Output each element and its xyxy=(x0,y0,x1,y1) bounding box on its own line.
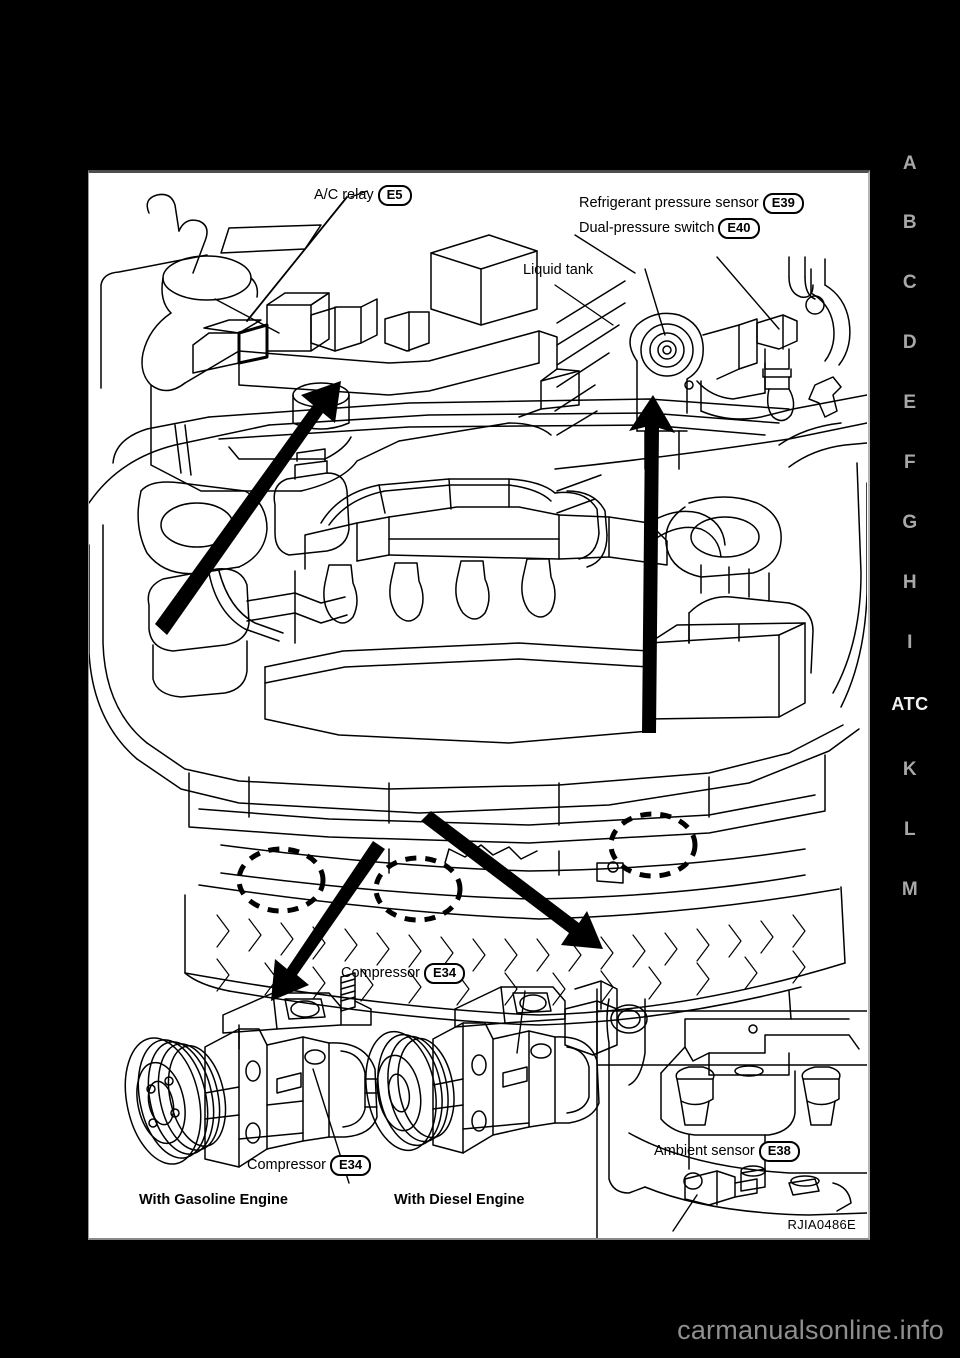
section-tab-d[interactable]: D xyxy=(902,332,918,353)
label-liquid-tank-text: Liquid tank xyxy=(523,262,594,278)
label-ac-relay: A/C relay E5 xyxy=(314,185,412,206)
section-tab-c[interactable]: C xyxy=(902,272,918,293)
label-compressor-top: Compressor E34 xyxy=(341,963,466,984)
caption-with-diesel-engine: With Diesel Engine xyxy=(394,1192,525,1208)
label-ac-relay-text: A/C relay xyxy=(314,187,374,204)
label-compressor-top-text: Compressor xyxy=(341,965,420,982)
section-tab-h[interactable]: H xyxy=(902,572,918,593)
label-refrigerant-pressure-sensor: Refrigerant pressure sensor E39 xyxy=(579,193,804,214)
label-refrigerant-pressure-sensor-text: Refrigerant pressure sensor xyxy=(579,195,759,212)
marker-ambient-sensor xyxy=(608,811,698,879)
caption-with-gasoline-engine: With Gasoline Engine xyxy=(139,1192,288,1208)
connector-badge-e40: E40 xyxy=(718,218,760,239)
section-tab-k[interactable]: K xyxy=(902,759,918,780)
marker-diesel-compressor xyxy=(373,855,463,923)
site-watermark: carmanualsonline.info xyxy=(677,1315,944,1345)
section-tab-b[interactable]: B xyxy=(902,212,918,233)
label-liquid-tank: Liquid tank xyxy=(523,263,593,278)
section-tab-a[interactable]: A xyxy=(902,153,918,174)
section-index-rail: A B C D E F G H I ATC K L M xyxy=(880,140,960,970)
section-tab-i[interactable]: I xyxy=(907,632,913,653)
section-tab-atc[interactable]: ATC xyxy=(891,694,929,714)
inset-liquid-tank xyxy=(554,234,867,514)
engine-compartment-illustration xyxy=(89,190,867,1238)
label-compressor-bottom: Compressor E34 xyxy=(247,1155,372,1176)
label-compressor-bottom-text: Compressor xyxy=(247,1157,326,1174)
connector-badge-e38: E38 xyxy=(758,1141,800,1162)
figure-sheet: A/C relay E5 Refrigerant pressure sensor… xyxy=(88,170,870,1240)
inset-compressor-gasoline xyxy=(124,972,378,1184)
section-tab-e[interactable]: E xyxy=(903,392,917,413)
inset-ambient-sensor xyxy=(596,988,867,1238)
location-markers xyxy=(236,811,698,923)
section-tab-g[interactable]: G xyxy=(902,512,918,533)
connector-badge-e34-bottom: E34 xyxy=(329,1155,372,1176)
section-tab-l[interactable]: L xyxy=(903,819,917,840)
section-tab-m[interactable]: M xyxy=(901,879,919,900)
inset-relay-box xyxy=(100,190,580,492)
marker-gasoline-compressor xyxy=(236,846,326,914)
connector-badge-e5: E5 xyxy=(377,185,412,206)
figure-id: RJIA0486E xyxy=(787,1217,856,1232)
engine-bay-drawing xyxy=(89,398,867,1050)
connector-badge-e34-top: E34 xyxy=(423,963,466,984)
connector-badge-e39: E39 xyxy=(762,193,804,214)
label-ambient-sensor-text: Ambient sensor xyxy=(654,1143,755,1160)
section-tab-f[interactable]: F xyxy=(903,452,917,473)
label-dual-pressure-switch-text: Dual-pressure switch xyxy=(579,220,715,237)
label-dual-pressure-switch: Dual-pressure switch E40 xyxy=(579,218,760,239)
label-ambient-sensor: Ambient sensor E38 xyxy=(654,1141,800,1162)
inset-compressor-diesel xyxy=(365,980,618,1154)
